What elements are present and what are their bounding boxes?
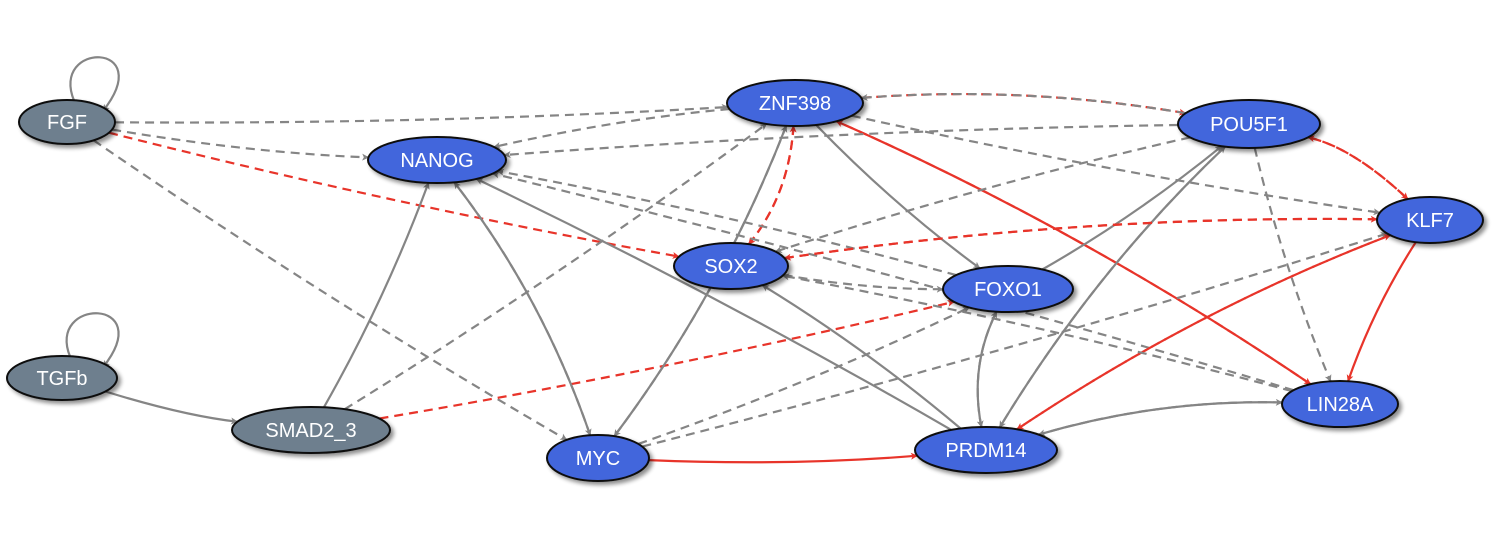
node-shape bbox=[914, 426, 1058, 474]
node-label: LIN28A bbox=[1307, 394, 1374, 416]
edge-tgfb-to-smad2_3 bbox=[105, 390, 238, 425]
edge-znf398-to-pou5f1 bbox=[861, 92, 1187, 116]
node-shape bbox=[18, 99, 116, 145]
node-label: SMAD2_3 bbox=[265, 420, 356, 442]
edge-sox2-to-klf7 bbox=[784, 215, 1378, 260]
edge-lin28a-to-prdm14 bbox=[1038, 401, 1283, 437]
edge-foxo1-to-prdm14 bbox=[976, 311, 998, 428]
edge-klf7-to-lin28a bbox=[1346, 241, 1417, 382]
edge-myc-to-prdm14 bbox=[648, 452, 918, 464]
edge-klf7-to-prdm14 bbox=[1016, 234, 1391, 431]
node-tgfb[interactable]: TGFb bbox=[6, 355, 118, 401]
edge-foxo1-to-nanog bbox=[496, 168, 957, 277]
node-klf7[interactable]: KLF7 bbox=[1376, 196, 1484, 244]
edge-klf7-to-sox2 bbox=[783, 217, 1378, 261]
node-foxo1[interactable]: FOXO1 bbox=[942, 265, 1074, 313]
node-shape bbox=[6, 355, 118, 401]
node-label: SOX2 bbox=[704, 256, 757, 278]
edge-myc-to-klf7 bbox=[642, 232, 1388, 448]
node-shape bbox=[1177, 99, 1321, 149]
node-myc[interactable]: MYC bbox=[546, 434, 650, 482]
node-label: PRDM14 bbox=[945, 440, 1026, 462]
edge-fgf-to-fgf bbox=[69, 56, 120, 112]
edge-pou5f1-to-prdm14 bbox=[998, 145, 1226, 428]
node-sox2[interactable]: SOX2 bbox=[673, 242, 789, 290]
node-shape bbox=[546, 434, 650, 482]
edge-smad2_3-to-nanog bbox=[322, 182, 430, 408]
edge-lin28a-to-nanog bbox=[492, 171, 1294, 392]
node-znf398[interactable]: ZNF398 bbox=[726, 79, 864, 127]
edge-znf398-to-foxo1 bbox=[815, 124, 981, 270]
node-lin28a[interactable]: LIN28A bbox=[1281, 380, 1399, 428]
node-fgf[interactable]: FGF bbox=[18, 99, 116, 145]
node-label: FGF bbox=[47, 112, 87, 134]
node-shape bbox=[1376, 196, 1484, 244]
edge-sox2-to-foxo1 bbox=[783, 273, 944, 293]
node-label: KLF7 bbox=[1406, 210, 1454, 232]
edge-prdm14-to-nanog bbox=[475, 177, 952, 431]
edge-pou5f1-to-sox2 bbox=[774, 136, 1191, 253]
edge-myc-to-nanog bbox=[453, 181, 592, 436]
edge-prdm14-to-sox2 bbox=[761, 284, 962, 430]
edge-znf398-to-myc bbox=[613, 125, 788, 437]
edge-lin28a-to-sox2 bbox=[782, 273, 1293, 393]
edge-fgf-to-znf398 bbox=[114, 103, 729, 124]
edge-prdm14-to-foxo1 bbox=[976, 310, 998, 428]
node-nanog[interactable]: NANOG bbox=[367, 136, 507, 184]
edge-prdm14-to-lin28a bbox=[1038, 398, 1283, 436]
edge-nanog-to-myc bbox=[453, 181, 592, 436]
edge-pou5f1-to-nanog bbox=[503, 123, 1179, 159]
node-shape bbox=[231, 406, 391, 454]
node-shape bbox=[942, 265, 1074, 313]
node-shape bbox=[726, 79, 864, 127]
edge-smad2_3-to-znf398 bbox=[344, 123, 768, 411]
edge-znf398-to-nanog bbox=[493, 107, 730, 150]
node-label: ZNF398 bbox=[759, 93, 831, 115]
node-label: MYC bbox=[576, 448, 620, 470]
node-shape bbox=[673, 242, 789, 290]
edge-sox2-to-znf398 bbox=[747, 125, 797, 245]
node-pou5f1[interactable]: POU5F1 bbox=[1177, 99, 1321, 149]
node-prdm14[interactable]: PRDM14 bbox=[914, 426, 1058, 474]
edge-tgfb-to-tgfb bbox=[65, 312, 120, 368]
node-label: TGFb bbox=[36, 368, 87, 390]
node-label: NANOG bbox=[400, 150, 473, 172]
edge-myc-to-foxo1 bbox=[637, 306, 970, 445]
edge-fgf-to-myc bbox=[92, 139, 568, 441]
edge-lin28a-to-znf398 bbox=[835, 120, 1312, 386]
node-shape bbox=[367, 136, 507, 184]
edge-znf398-to-sox2 bbox=[747, 125, 795, 245]
edge-foxo1-to-pou5f1 bbox=[1041, 145, 1223, 271]
node-smad2-3[interactable]: SMAD2_3 bbox=[231, 406, 391, 454]
node-shape bbox=[1281, 380, 1399, 428]
edge-klf7-to-pou5f1 bbox=[1307, 135, 1409, 200]
edge-fgf-to-nanog bbox=[111, 128, 370, 161]
node-label: POU5F1 bbox=[1210, 114, 1288, 136]
edge-pou5f1-to-lin28a bbox=[1253, 147, 1332, 382]
edge-prdm14-to-klf7 bbox=[1016, 234, 1391, 431]
edge-pou5f1-to-klf7 bbox=[1307, 136, 1409, 200]
edge-pou5f1-to-znf398 bbox=[860, 92, 1186, 115]
node-label: FOXO1 bbox=[974, 279, 1042, 301]
